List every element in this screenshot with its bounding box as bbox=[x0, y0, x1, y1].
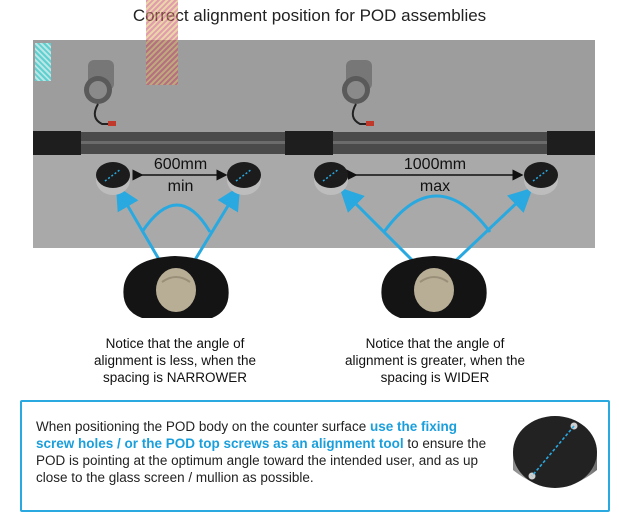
alignment-overlay bbox=[96, 162, 558, 318]
pod-unit bbox=[96, 162, 130, 195]
pod-unit bbox=[524, 162, 558, 195]
microphone-icon bbox=[342, 60, 374, 126]
sightline-left-a bbox=[115, 185, 166, 269]
pod-top-screws-icon bbox=[513, 416, 597, 488]
caption-line: alignment is less, when the bbox=[93, 353, 257, 368]
mullion-post-right bbox=[547, 131, 595, 155]
sightline-left-b bbox=[188, 185, 241, 269]
diagram-title: Correct alignment position for POD assem… bbox=[132, 6, 487, 25]
microphone-icon bbox=[84, 60, 116, 126]
info-text: When positioning the POD body on the cou… bbox=[36, 418, 494, 486]
info-text-part: When positioning the POD body on the cou… bbox=[36, 419, 370, 434]
caption-left: Notice that the angle of alignment is le… bbox=[60, 335, 290, 386]
caption-right: Notice that the angle of alignment is gr… bbox=[320, 335, 550, 386]
info-box: When positioning the POD body on the cou… bbox=[20, 400, 610, 512]
counter-scene bbox=[33, 40, 595, 248]
caption-line: spacing is NARROWER bbox=[102, 370, 248, 385]
sightline-right-a bbox=[339, 187, 422, 270]
caption-line: Notice that the angle of bbox=[365, 336, 505, 351]
caption-line: Notice that the angle of bbox=[105, 336, 245, 351]
info-text-part: to ensure the POD is pointing at the opt… bbox=[36, 436, 487, 485]
pod-unit bbox=[314, 162, 348, 195]
angle-arc-left bbox=[140, 203, 212, 233]
limit-label-right: max bbox=[419, 178, 451, 195]
mullion-post-left bbox=[33, 131, 81, 155]
caption-line: alignment is greater, when the bbox=[344, 353, 526, 368]
limit-label-left: min bbox=[167, 178, 194, 195]
pod-unit bbox=[227, 162, 261, 195]
glass-screen-area bbox=[33, 40, 595, 132]
artifact-swatch bbox=[35, 43, 51, 81]
info-highlight: use the fixing screw holes / or the POD … bbox=[36, 419, 457, 451]
artifact-swatch bbox=[146, 0, 178, 85]
caption-line: spacing is WIDER bbox=[380, 370, 490, 385]
user-figure-left bbox=[123, 256, 229, 318]
sightline-right-b bbox=[446, 187, 533, 270]
distance-label-left: 600mm bbox=[153, 156, 208, 173]
distance-label-right: 1000mm bbox=[403, 156, 467, 173]
user-figure-right bbox=[381, 256, 487, 318]
mullion-post-middle bbox=[285, 131, 333, 155]
angle-arc-right bbox=[382, 194, 492, 233]
